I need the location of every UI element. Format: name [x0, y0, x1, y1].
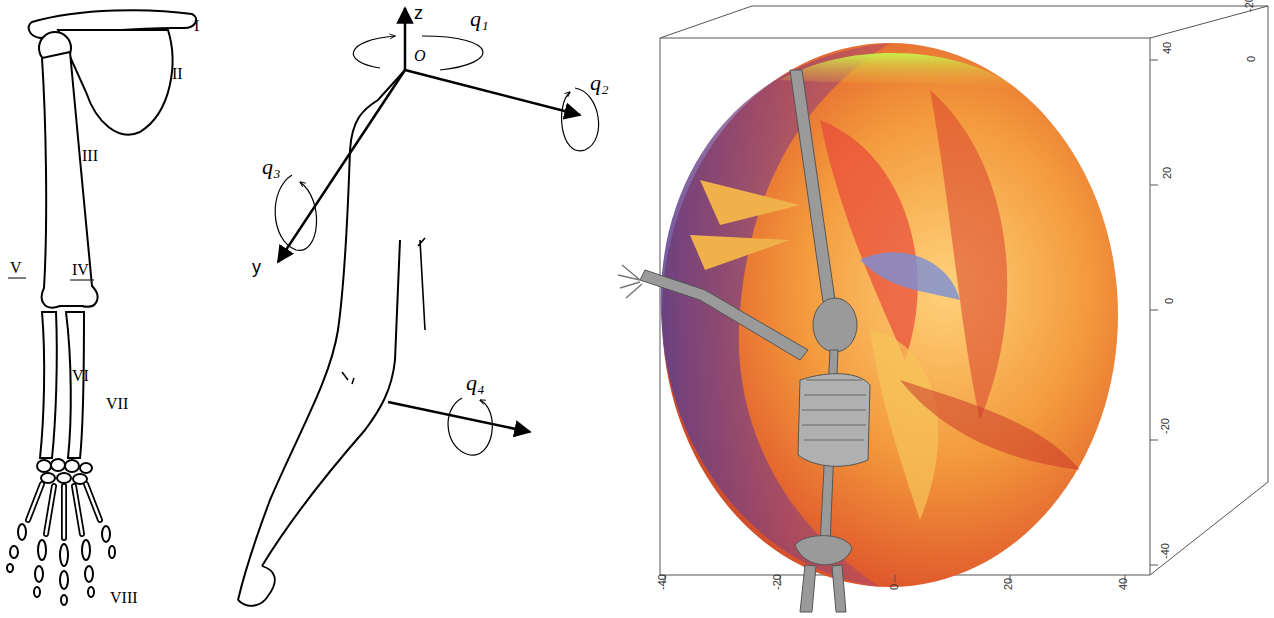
tick-label: 0	[889, 584, 900, 590]
part-number: I	[194, 18, 199, 34]
tick-label: -20	[1244, 0, 1255, 12]
axis-label: y	[252, 258, 261, 276]
tick-label: -40	[1160, 543, 1171, 559]
tick-label: -20	[772, 574, 783, 590]
tick-label: -20	[1160, 418, 1171, 434]
tick-label: 0	[1246, 56, 1257, 62]
part-number: II	[172, 66, 183, 82]
part-number: III	[82, 148, 98, 164]
angle-label: q₂	[590, 72, 609, 94]
tick-label: -40	[657, 574, 668, 590]
tick-label: 40	[1118, 578, 1129, 590]
arm-skeleton	[7, 10, 196, 605]
tick-label: 0	[1164, 298, 1175, 304]
part-number: VIII	[110, 590, 138, 606]
tick-label: 40	[1162, 42, 1173, 54]
reach-volume-plot	[618, 6, 1268, 612]
angle-label: q₄	[466, 372, 485, 394]
part-number: V	[10, 260, 22, 276]
angle-label: q₃	[262, 156, 281, 178]
arm-sketch	[238, 8, 599, 606]
angle-label: q₁	[470, 8, 489, 30]
tick-label: 20	[1162, 167, 1173, 179]
part-number: IV	[72, 262, 89, 278]
axis-label: z	[414, 4, 423, 22]
origin-label: O	[414, 48, 426, 64]
part-number: VII	[106, 396, 128, 412]
part-number: VI	[72, 368, 89, 384]
tick-label: 20	[1003, 578, 1014, 590]
